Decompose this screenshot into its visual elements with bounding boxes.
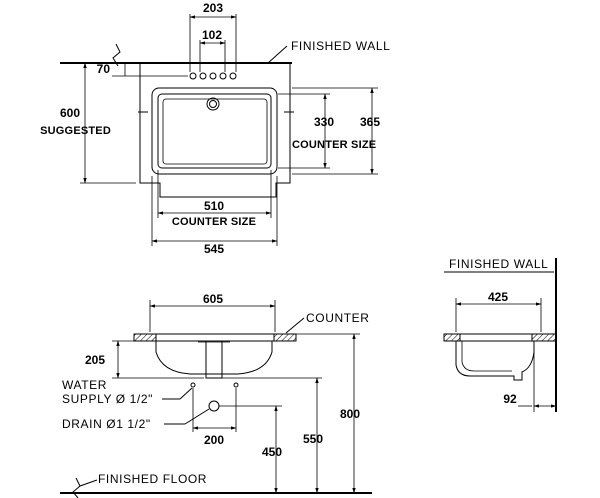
side-view: FINISHED WALL 425 92 <box>443 257 557 412</box>
faucet-hole-3 <box>209 72 217 80</box>
finished-floor-label: FINISHED FLOOR <box>98 472 207 486</box>
dim-425: 425 <box>488 290 508 304</box>
dim-550: 550 <box>303 432 323 446</box>
basin-outline <box>139 63 291 198</box>
side-basin-profile <box>455 341 535 381</box>
faucet-hole-2 <box>199 72 207 80</box>
faucet-hole-4 <box>219 72 227 80</box>
water-supply-left <box>190 382 196 388</box>
dim-70: 70 <box>97 62 111 76</box>
dim-510: 510 <box>204 199 224 213</box>
side-counter-hatch-right <box>531 333 557 342</box>
dim-450: 450 <box>262 445 282 459</box>
floor-break-mark <box>72 477 81 498</box>
dim-203: 203 <box>203 1 223 15</box>
dim-92: 92 <box>503 392 517 406</box>
drain-hole-inner <box>209 100 217 108</box>
counter-cut-inner <box>157 93 272 169</box>
water-label: WATER <box>62 378 107 392</box>
plan-view: FINISHED WALL 203 102 70 <box>40 1 390 256</box>
counter-size-bottom-label: COUNTER SIZE <box>172 216 256 228</box>
bowl-opening <box>162 98 268 165</box>
drain-outlet <box>208 400 220 412</box>
dim-365: 365 <box>360 115 380 129</box>
faucet-hole-1 <box>189 72 197 80</box>
dim-545: 545 <box>204 242 224 256</box>
drain-hole <box>206 97 220 111</box>
front-view: 605 COUNTER 205 WATER SUPPLY Ø 1/2" DRAI… <box>60 292 372 498</box>
finished-wall-leader <box>267 45 288 64</box>
counter-hatch-left <box>133 333 157 342</box>
dim-800: 800 <box>340 407 360 421</box>
dim-200: 200 <box>204 433 224 447</box>
side-finished-wall-label: FINISHED WALL <box>449 257 548 271</box>
drain-label: DRAIN Ø1 1/2" <box>62 417 151 431</box>
dim-330: 330 <box>314 115 334 129</box>
counter-size-right-label: COUNTER SIZE <box>292 139 376 151</box>
counter-hatch-right <box>273 333 297 342</box>
basin-bowl <box>155 341 273 375</box>
finished-wall-label: FINISHED WALL <box>291 39 390 53</box>
suggested-label: SUGGESTED <box>40 125 111 137</box>
dim-205: 205 <box>85 353 105 367</box>
dim-102: 102 <box>202 28 222 42</box>
counter-slab <box>133 333 297 342</box>
counter-label: COUNTER <box>306 311 370 325</box>
dim-600: 600 <box>60 106 80 120</box>
wall-break-mark <box>112 43 121 67</box>
side-counter-hatch-left <box>443 333 461 342</box>
drain-tail <box>205 341 223 379</box>
faucet-hole-5 <box>229 72 237 80</box>
dim-605: 605 <box>203 292 223 306</box>
water-supply-right <box>233 382 239 388</box>
supply-label: SUPPLY Ø 1/2" <box>62 392 153 406</box>
finished-floor-leader <box>79 479 98 487</box>
counter-cut-outer <box>151 87 278 175</box>
counter-leader <box>285 317 305 334</box>
